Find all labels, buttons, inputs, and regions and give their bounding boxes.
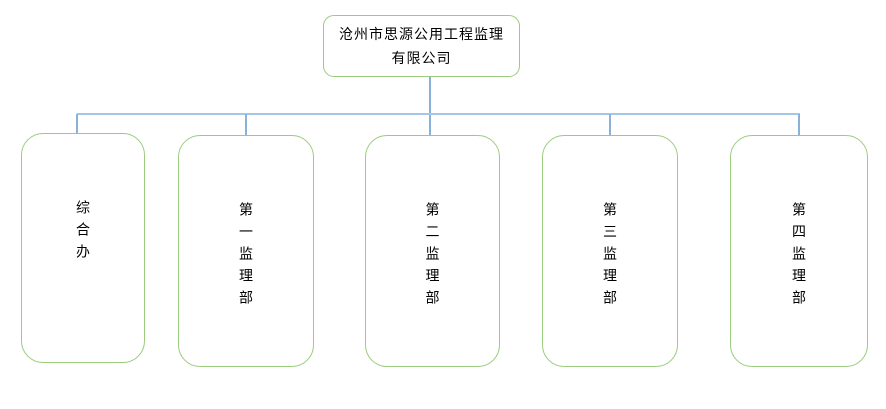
connector-drop-supervision-4 [798, 114, 800, 135]
dept-label-supervision-3: 第三监理部 [602, 202, 618, 312]
dept-box-supervision-1: 第一监理部 [178, 135, 314, 367]
dept-box-supervision-2: 第二监理部 [365, 135, 500, 367]
connector-drop-general-office [76, 114, 78, 133]
dept-label-supervision-1: 第一监理部 [238, 202, 254, 312]
dept-label-general-office: 综合办 [75, 200, 91, 266]
dept-label-supervision-4: 第四监理部 [791, 202, 807, 312]
connector-drop-supervision-1 [245, 114, 247, 135]
org-root-box: 沧州市思源公用工程监理 有限公司 [323, 15, 520, 77]
dept-box-supervision-3: 第三监理部 [542, 135, 678, 367]
org-root-label: 沧州市思源公用工程监理 有限公司 [339, 26, 504, 66]
dept-label-supervision-2: 第二监理部 [424, 202, 441, 312]
connector-root-stem [429, 77, 431, 135]
dept-box-supervision-4: 第四监理部 [730, 135, 868, 367]
connector-drop-supervision-3 [609, 114, 611, 135]
connector-horizontal-rail [77, 113, 800, 115]
dept-box-general-office: 综合办 [21, 133, 145, 363]
